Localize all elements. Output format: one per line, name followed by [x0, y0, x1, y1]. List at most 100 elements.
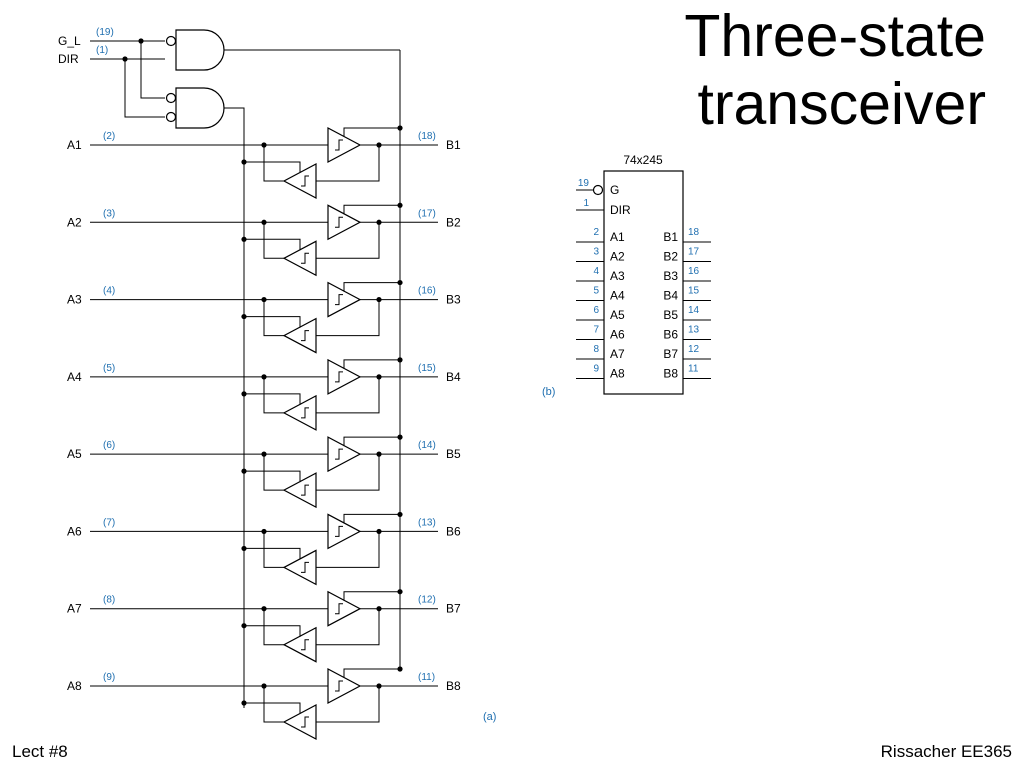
enable-junction-b-to-a-6 [241, 545, 247, 552]
chip-pin-number-a8: 9 [593, 364, 599, 375]
enable-junction-b-to-a-3 [241, 313, 247, 320]
reverse-output-wire-6 [263, 531, 284, 568]
a-port-label-4: A4 [67, 370, 82, 384]
enable-junction-a-to-b-6 [397, 511, 403, 518]
schmitt-icon [301, 330, 309, 342]
b-port-label-2: B2 [446, 215, 461, 229]
enable-wire-b-to-a-8 [244, 702, 301, 714]
chip-pin-number-b6: 13 [688, 325, 700, 336]
a-port-pin-1: (2) [103, 131, 115, 142]
b-port-pin-2: (17) [418, 208, 436, 219]
schmitt-icon [335, 680, 343, 692]
schematic-caption: (a) [483, 711, 496, 723]
b-port-pin-1: (18) [418, 131, 436, 142]
a-port-label-7: A7 [67, 602, 82, 616]
reverse-output-wire-5 [263, 454, 284, 491]
reverse-input-wire-7 [316, 608, 380, 646]
a-junction-3 [261, 296, 267, 303]
b-port-label-1: B1 [446, 138, 461, 152]
schmitt-icon [301, 639, 309, 651]
slide-title-line-1: Three-state [684, 3, 986, 69]
b-junction-5 [376, 451, 382, 457]
b-port-pin-8: (11) [418, 672, 435, 683]
a-port-pin-3: (4) [103, 286, 115, 297]
chip-pin-label-b5: B5 [663, 308, 678, 322]
reverse-input-wire-4 [316, 376, 380, 414]
a-port-label-6: A6 [67, 524, 82, 538]
enable-wire-b-to-a-1 [244, 161, 301, 173]
a-port-pin-6: (7) [103, 517, 115, 528]
reverse-input-wire-1 [316, 145, 380, 182]
chip-pin-label-b3: B3 [663, 269, 678, 283]
b-port-pin-7: (12) [418, 595, 436, 606]
schmitt-icon [335, 371, 343, 383]
a-port-pin-5: (6) [103, 440, 115, 451]
chip-pin-label-a5: A5 [610, 308, 625, 322]
schmitt-icon [301, 561, 309, 573]
enable-wire-a-to-b-4 [343, 359, 400, 369]
schmitt-icon [335, 216, 343, 228]
slide-title-line-2: transceiver [697, 71, 986, 137]
enable-junction-b-to-a-2 [241, 236, 247, 242]
b-port-pin-5: (14) [418, 440, 436, 451]
enable-junction-a-to-b-8 [397, 666, 403, 672]
and-gate-b-to-a [175, 87, 225, 129]
chip-pin-number-a3: 4 [593, 266, 599, 277]
chip-pin-label-a4: A4 [610, 289, 625, 303]
enable-junction-a-to-b-5 [397, 434, 403, 440]
chip-pin-label-a7: A7 [610, 347, 625, 361]
reverse-output-wire-1 [263, 145, 284, 182]
enable-junction-b-to-a-5 [241, 468, 247, 474]
enable-junction-b-to-a-8 [241, 700, 247, 706]
chip-name: 74x245 [623, 153, 663, 167]
chip-pin-label-a8: A8 [610, 367, 625, 381]
chip-pin-number-a2: 3 [593, 247, 599, 258]
reverse-input-wire-2 [316, 222, 380, 259]
enable-wire-a-to-b-7 [343, 591, 400, 601]
enable-junction-a-to-b-4 [397, 357, 403, 363]
b-junction-3 [376, 296, 382, 303]
reverse-input-wire-3 [316, 299, 380, 337]
enable-b-to-a-bus [224, 107, 245, 708]
reverse-output-wire-3 [263, 299, 284, 337]
schmitt-icon [301, 484, 309, 496]
b-port-pin-3: (16) [418, 286, 436, 297]
enable-wire-b-to-a-7 [244, 625, 301, 637]
enable-wire-a-to-b-6 [343, 513, 400, 524]
enable-wire-b-to-a-4 [244, 393, 301, 405]
control-pin-g-l: (19) [96, 27, 114, 38]
dir-to-gate-2-wire [124, 59, 165, 118]
a-port-label-5: A5 [67, 447, 82, 461]
chip-pin-number-b4: 15 [688, 286, 700, 297]
a-junction-8 [261, 683, 267, 689]
g-l-to-gate-2-wire [140, 41, 165, 99]
b-junction-1 [376, 142, 382, 148]
inversion-bubble [165, 111, 177, 123]
a-port-pin-8: (9) [103, 672, 115, 683]
control-label-dir: DIR [58, 52, 79, 66]
enable-wire-b-to-a-2 [244, 238, 301, 251]
b-port-label-3: B3 [446, 293, 461, 307]
enable-wire-a-to-b-5 [343, 436, 400, 447]
a-junction-6 [261, 528, 267, 535]
a-junction-7 [261, 606, 267, 612]
chip-pin-number-g: 19 [578, 178, 590, 189]
control-label-g-l: G_L [58, 34, 81, 48]
reverse-input-wire-5 [316, 454, 380, 491]
a-junction-2 [261, 219, 267, 225]
a-junction-4 [261, 374, 267, 380]
enable-junction-a-to-b-1 [397, 125, 403, 131]
b-port-label-5: B5 [446, 447, 461, 461]
chip-pin-number-a6: 7 [593, 325, 599, 336]
footer-author: Rissacher EE365 [880, 742, 1012, 761]
chip-pin-label-b2: B2 [663, 250, 678, 264]
footer-lecture: Lect #8 [12, 742, 68, 761]
enable-wire-a-to-b-3 [343, 282, 400, 292]
enable-wire-a-to-b-2 [343, 204, 400, 215]
reverse-input-wire-8 [316, 686, 380, 723]
enable-junction-b-to-a-4 [241, 391, 247, 397]
enable-junction-a-to-b-2 [397, 202, 403, 208]
reverse-output-wire-7 [263, 608, 284, 646]
chip-pin-number-b3: 16 [688, 266, 700, 277]
